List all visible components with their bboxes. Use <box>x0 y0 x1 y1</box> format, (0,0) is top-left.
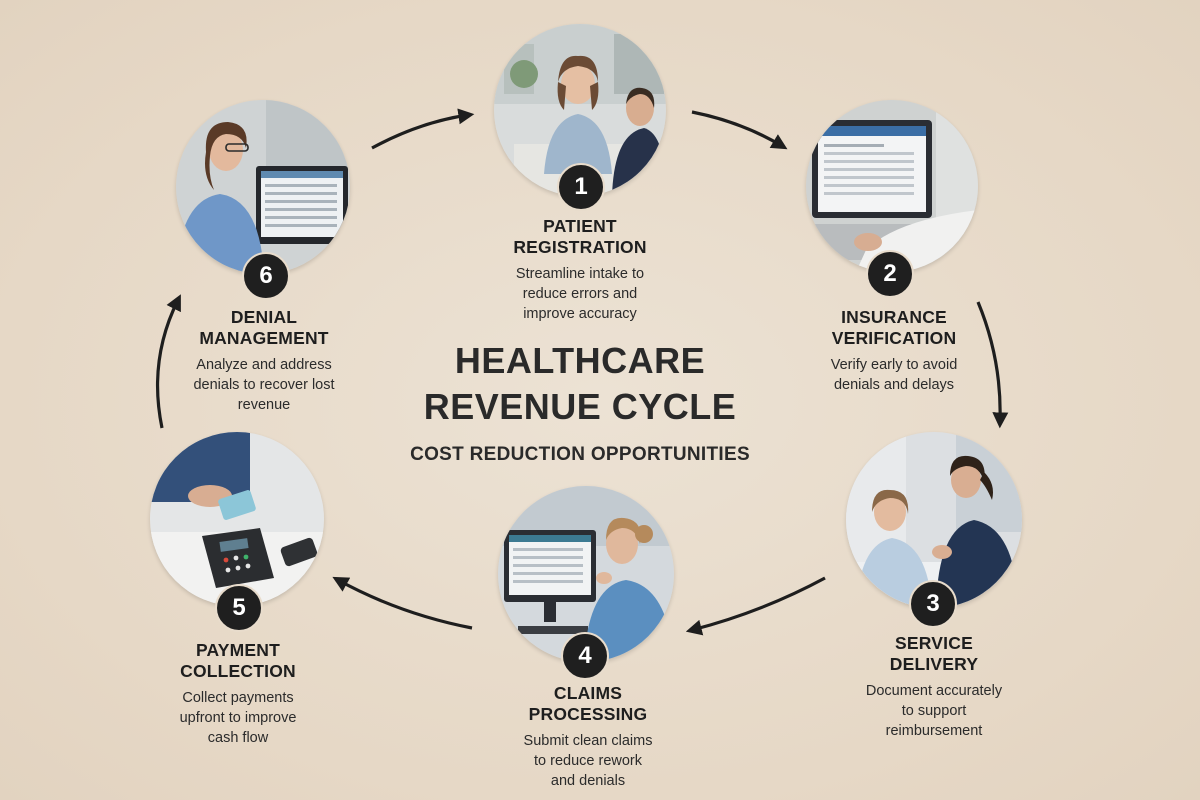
card-terminal-photo <box>150 432 324 606</box>
step-desc-line: cash flow <box>207 730 269 746</box>
step-description: Verify early to avoid denials and delays <box>784 355 1004 395</box>
step-description: Document accurately to support reimburse… <box>824 681 1044 741</box>
step-desc-line: denials and delays <box>833 377 955 393</box>
step-label: PATIENT REGISTRATION Streamline intake t… <box>470 216 690 324</box>
nurse-patient-photo <box>846 432 1022 608</box>
step-desc-line: Streamline intake to <box>515 266 645 282</box>
step-number-badge: 4 <box>561 632 609 680</box>
step-description: Analyze and address denials to recover l… <box>154 355 374 415</box>
step-name-line: SERVICE <box>895 633 973 653</box>
center-title-block: HEALTHCARE REVENUE CYCLE COST REDUCTION … <box>380 338 780 466</box>
step-desc-line: reduce errors and <box>522 286 638 302</box>
step-name-line: DELIVERY <box>889 654 979 674</box>
step-name-line: MANAGEMENT <box>199 328 329 348</box>
step-desc-line: revenue <box>237 397 291 413</box>
step-description: Collect payments upfront to improve cash… <box>128 688 348 748</box>
step-name-line: PAYMENT <box>195 640 281 660</box>
step-label: PAYMENT COLLECTION Collect payments upfr… <box>128 640 348 748</box>
step-name: PATIENT REGISTRATION <box>470 216 690 258</box>
step-label: DENIAL MANAGEMENT Analyze and address de… <box>154 307 374 415</box>
step-desc-line: improve accuracy <box>523 306 637 322</box>
step-name-line: COLLECTION <box>180 661 296 681</box>
step-number-badge: 6 <box>242 252 290 300</box>
step-name-line: DENIAL <box>230 307 298 327</box>
step-name-line: PATIENT <box>543 216 617 236</box>
step-desc-line: to reduce rework <box>534 753 642 769</box>
step-description: Submit clean claims to reduce rework and… <box>478 731 698 791</box>
diagram-title: HEALTHCARE REVENUE CYCLE <box>380 338 780 430</box>
step-desc-line: Submit clean claims <box>523 733 653 749</box>
step-desc-line: and denials <box>550 773 626 789</box>
step-name: CLAIMS PROCESSING <box>478 683 698 725</box>
step-name-line: REGISTRATION <box>513 237 647 257</box>
title-line-2: REVENUE CYCLE <box>423 386 737 427</box>
step-description: Streamline intake to reduce errors and i… <box>470 264 690 324</box>
step-number-badge: 1 <box>557 163 605 211</box>
diagram-subtitle: COST REDUCTION OPPORTUNITIES <box>410 444 750 465</box>
arrow-3-to-4 <box>685 576 826 636</box>
title-line-1: HEALTHCARE <box>454 340 706 381</box>
step-desc-line: Analyze and address <box>196 357 332 373</box>
step-name: SERVICE DELIVERY <box>824 633 1044 675</box>
arrow-2-to-3 <box>976 301 1009 429</box>
step-name-line: CLAIMS <box>553 683 623 703</box>
step-desc-line: Collect payments <box>182 690 294 706</box>
step-name-line: VERIFICATION <box>831 328 957 348</box>
arrow-4-to-5 <box>332 576 473 630</box>
arrow-5-to-6 <box>155 294 181 429</box>
laptop-verification-photo <box>806 100 978 272</box>
step-desc-line: to support <box>901 703 967 719</box>
step-name: PAYMENT COLLECTION <box>128 640 348 682</box>
arrow-6-to-1 <box>371 108 475 150</box>
step-number-badge: 5 <box>215 584 263 632</box>
step-label: SERVICE DELIVERY Document accurately to … <box>824 633 1044 741</box>
arrow-1-to-2 <box>691 110 788 150</box>
step-number-badge: 2 <box>866 250 914 298</box>
step-desc-line: upfront to improve <box>179 710 297 726</box>
step-name-line: PROCESSING <box>528 704 648 724</box>
step-label: INSURANCE VERIFICATION Verify early to a… <box>784 307 1004 395</box>
step-desc-line: reimbursement <box>885 723 983 739</box>
step-name-line: INSURANCE <box>841 307 947 327</box>
step-number-badge: 3 <box>909 580 957 628</box>
step-name: INSURANCE VERIFICATION <box>784 307 1004 349</box>
step-label: CLAIMS PROCESSING Submit clean claims to… <box>478 683 698 791</box>
step-desc-line: Document accurately <box>865 683 1003 699</box>
denial-analyst-photo <box>176 100 350 274</box>
step-desc-line: Verify early to avoid <box>830 357 958 373</box>
step-desc-line: denials to recover lost <box>193 377 335 393</box>
step-name: DENIAL MANAGEMENT <box>154 307 374 349</box>
